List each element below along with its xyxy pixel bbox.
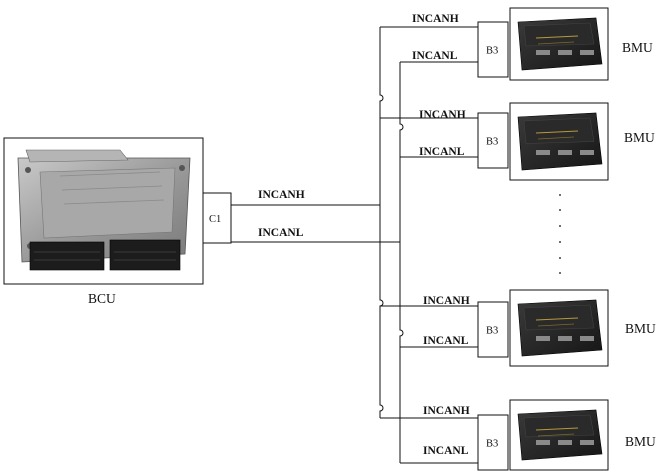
- bcu-label: BCU: [88, 291, 116, 306]
- bmu-branch-lines: [380, 117, 478, 158]
- bmu-connector-label: B3: [486, 46, 498, 57]
- bmu-connector-label: B3: [486, 137, 498, 148]
- bmu-branch-lines: [380, 26, 478, 63]
- continuation-dots: [559, 194, 561, 274]
- bmu-low-label: INCANL: [412, 50, 458, 62]
- bcu-connector-box: [202, 192, 232, 244]
- bmu-row: INCANH INCANL B3 BMU: [380, 7, 653, 81]
- bmu-low-label: INCANL: [423, 445, 469, 457]
- vertical-buses: [379, 27, 404, 463]
- bmu-connector-box: [477, 21, 509, 78]
- bcu-unit: BCU: [3, 137, 204, 306]
- bmu-branch-lines: [380, 417, 478, 464]
- bmu-image: [517, 112, 603, 171]
- bmu-high-label: INCANH: [423, 295, 470, 307]
- bmu-connector-box: [477, 414, 509, 471]
- bmu-label: BMU: [625, 321, 656, 336]
- bmu-label: BMU: [624, 130, 655, 145]
- bmu-high-label: INCANH: [419, 109, 466, 121]
- bmu-high-label: INCANH: [412, 13, 459, 25]
- bmu-low-label: INCANL: [419, 146, 465, 158]
- trunk-low-label: INCANL: [258, 227, 304, 239]
- bmu-connector-label: B3: [486, 326, 498, 337]
- bmu-row: INCANH INCANL B3 BMU: [380, 399, 656, 471]
- bmu-branch-lines: [380, 305, 478, 348]
- trunk-lines: [231, 204, 400, 243]
- bmu-image: [517, 299, 603, 357]
- bcu-connector-label: C1: [209, 214, 221, 225]
- bmu-label: BMU: [622, 40, 653, 55]
- bmu-row: INCANH INCANL B3 BMU: [380, 289, 656, 367]
- bmu-label: BMU: [625, 434, 656, 449]
- bmu-connector-box: [477, 112, 509, 169]
- bcu-image: [17, 149, 191, 271]
- bmu-image: [517, 409, 603, 461]
- bmu-connector-label: B3: [486, 439, 498, 450]
- bmu-low-label: INCANL: [423, 335, 469, 347]
- bmu-high-label: INCANH: [423, 405, 470, 417]
- bmu-image: [517, 17, 603, 71]
- bmu-row: INCANH INCANL B3 BMU: [380, 102, 655, 181]
- bmu-connector-box: [477, 301, 509, 358]
- trunk-high-label: INCANH: [258, 189, 305, 201]
